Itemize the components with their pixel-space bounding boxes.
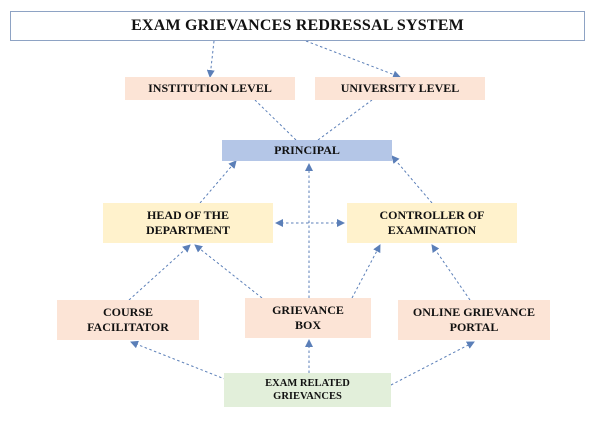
node-label-line: ONLINE GRIEVANCE — [412, 305, 536, 319]
node-label-line: HEAD OF THE — [146, 208, 229, 222]
node-grievance-box: GRIEVANCE BOX — [245, 298, 371, 338]
node-label-line: COURSE — [102, 305, 153, 319]
node-label-line: EXAMINATION — [387, 223, 477, 237]
node-label-line: CONTROLLER OF — [379, 208, 485, 222]
node-label-line: DEPARTMENT — [145, 223, 231, 237]
connector-portal-to-coe — [431, 244, 471, 301]
node-principal: PRINCIPAL — [222, 140, 392, 161]
node-label-line: GRIEVANCES — [273, 391, 342, 402]
node-label-line: FACILITATOR — [87, 320, 169, 334]
connector-hod-to-principal — [199, 160, 237, 204]
diagram-title: EXAM GRIEVANCES REDRESSAL SYSTEM — [10, 11, 585, 41]
node-label-line: EXAM RELATED — [265, 377, 350, 389]
connector-gbox-to-coe — [351, 244, 381, 299]
node-online-grievance-portal: ONLINE GRIEVANCE PORTAL — [398, 300, 550, 340]
node-university-level: UNIVERSITY LEVEL — [315, 77, 485, 100]
node-label-line: PORTAL — [449, 320, 499, 334]
node-label-line: GRIEVANCE — [272, 303, 344, 317]
connector-gbox-to-hod — [194, 244, 263, 299]
connector-exam-to-portal — [390, 341, 475, 386]
connector-title-to-university — [305, 40, 401, 79]
connector-coe-to-principal — [391, 155, 433, 204]
node-institution-level: INSTITUTION LEVEL — [125, 77, 295, 100]
node-controller-of-examination: CONTROLLER OF EXAMINATION — [347, 203, 517, 243]
connector-principal-to-university — [317, 99, 373, 141]
node-head-of-department: HEAD OF THE DEPARTMENT — [103, 203, 273, 243]
connector-title-to-institution — [206, 40, 215, 78]
connector-principal-to-institution — [254, 99, 297, 141]
connector-course-to-hod — [128, 244, 191, 301]
node-course-facilitator: COURSE FACILITATOR — [57, 300, 199, 340]
node-label-line: BOX — [294, 318, 321, 332]
node-exam-related-grievances: EXAM RELATED GRIEVANCES — [224, 373, 391, 407]
